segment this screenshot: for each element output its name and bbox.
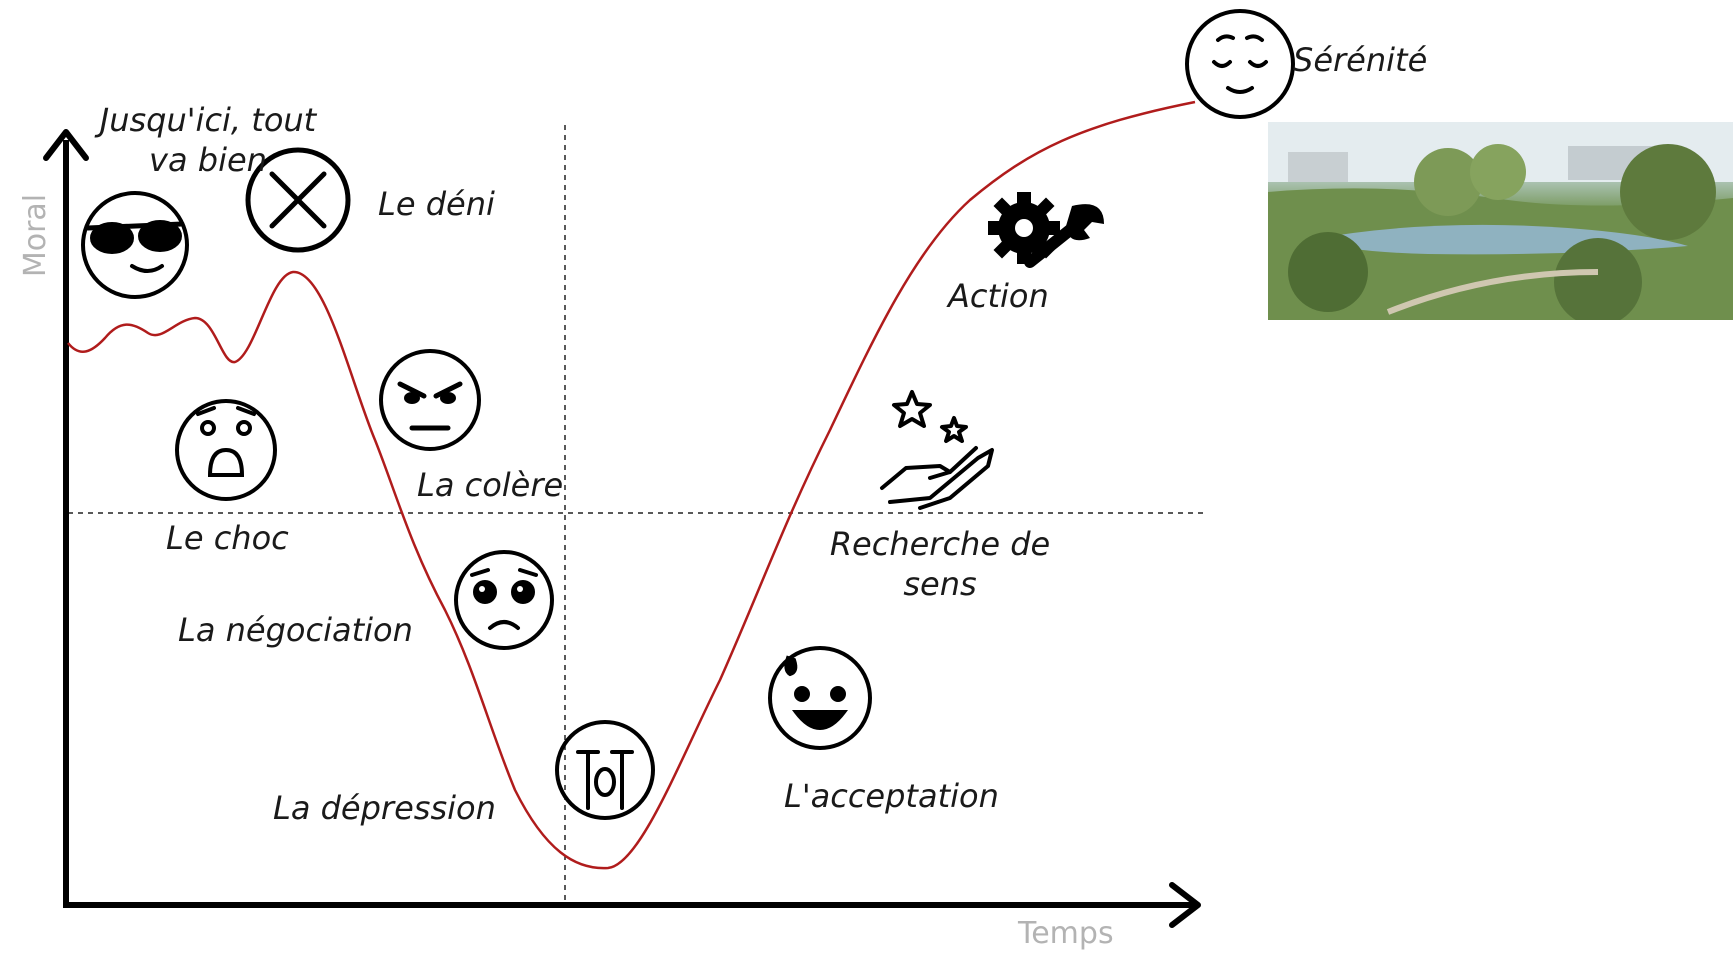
crying-face-icon (555, 720, 655, 820)
moral-curve (67, 100, 1196, 870)
stage-label-colere: La colère (417, 466, 564, 504)
angry-face-icon (379, 349, 481, 451)
stage-label-recherche: Recherche de sens (829, 525, 1051, 603)
stage-label-choc: Le choc (166, 519, 289, 557)
y-axis-label: Moral (18, 193, 54, 278)
pleading-face-icon (454, 550, 554, 650)
x-axis-arrowhead (1169, 882, 1201, 928)
stage-label-deni: Le déni (378, 185, 495, 223)
relieved-sweat-face-icon (768, 646, 872, 750)
stage-label-negociation: La négociation (178, 611, 413, 649)
gear-wrench-icon (988, 192, 1104, 268)
stage-label-jusquici: Jusqu'ici, tout va bien (99, 101, 317, 179)
stage-label-action: Action (948, 277, 1049, 315)
stage-label-serenite: Sérénité (1293, 41, 1428, 79)
stage-label-depression: La dépression (273, 789, 496, 827)
hand-stars-icon (880, 390, 994, 510)
stage-label-acceptation: L'acceptation (784, 777, 999, 815)
x-axis-label: Temps (1018, 916, 1114, 951)
cool-sunglasses-face-icon (81, 191, 189, 299)
y-axis-arrowhead (43, 129, 89, 161)
denial-cross-icon (245, 147, 351, 253)
park-landscape-photo (1268, 122, 1733, 320)
shocked-face-icon (175, 399, 277, 501)
serene-face-icon (1185, 9, 1295, 119)
